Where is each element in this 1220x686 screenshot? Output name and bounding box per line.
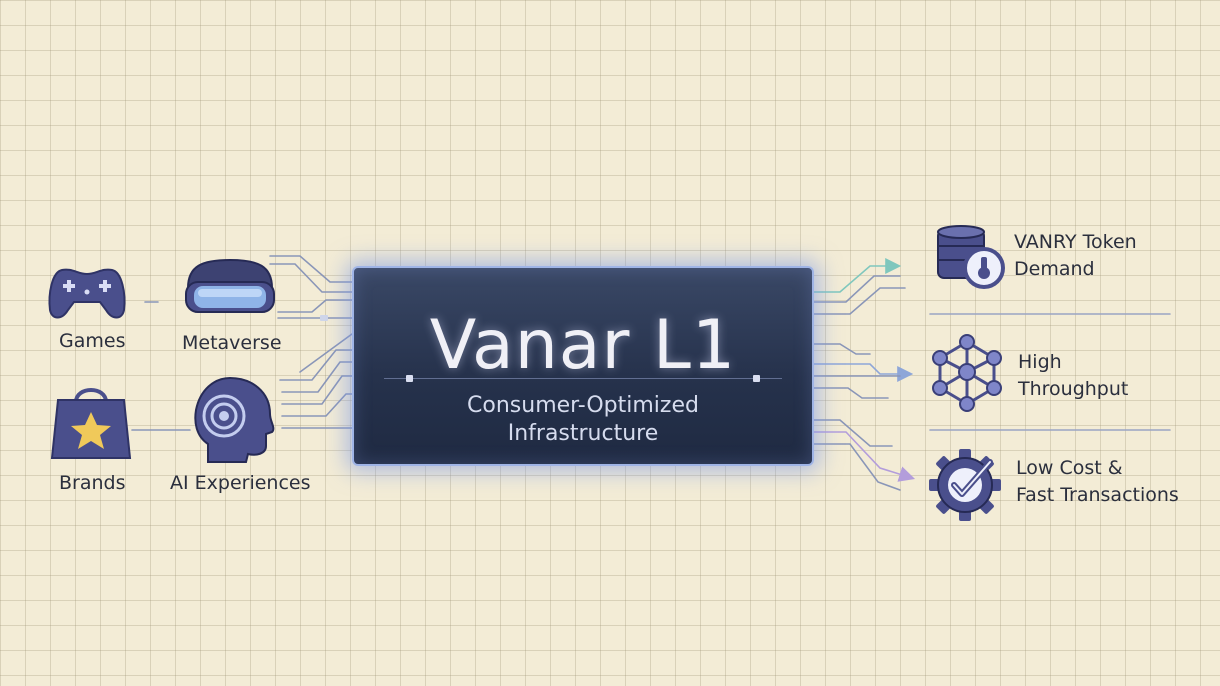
output-throughput-label-line2: Throughput: [1018, 376, 1128, 403]
core-divider-node-right: [753, 375, 760, 382]
vr-headset-icon: [180, 258, 280, 320]
vanar-l1-core-box: Vanar L1 Consumer-Optimized Infrastructu…: [352, 266, 814, 466]
core-subtitle: Consumer-Optimized Infrastructure: [354, 392, 812, 448]
gear-checkmark-icon: [928, 448, 1002, 522]
input-games-label: Games: [59, 330, 125, 352]
ai-head-icon: [190, 374, 278, 464]
token-coins-icon: [934, 224, 1008, 290]
core-title: Vanar L1: [354, 306, 812, 385]
input-ai-experiences-label: AI Experiences: [170, 472, 311, 494]
core-divider: [384, 378, 782, 379]
core-subtitle-line1: Consumer-Optimized: [354, 392, 812, 420]
output-low-cost-label-line2: Fast Transactions: [1016, 482, 1179, 509]
output-vanry-label: VANRY Token Demand: [1014, 229, 1137, 283]
output-vanry-label-line2: Demand: [1014, 256, 1137, 283]
shopping-bag-star-icon: [48, 380, 134, 462]
network-nodes-icon: [928, 332, 1006, 412]
output-throughput-label: High Throughput: [1018, 349, 1128, 403]
gamepad-icon: [46, 264, 128, 322]
input-brands-label: Brands: [59, 472, 126, 494]
output-vanry-label-line1: VANRY Token: [1014, 229, 1137, 256]
core-divider-node-left: [406, 375, 413, 382]
core-subtitle-line2: Infrastructure: [354, 420, 812, 448]
output-throughput-label-line1: High: [1018, 349, 1128, 376]
output-low-cost-label: Low Cost & Fast Transactions: [1016, 455, 1179, 509]
output-low-cost-label-line1: Low Cost &: [1016, 455, 1179, 482]
input-metaverse-label: Metaverse: [182, 332, 282, 354]
